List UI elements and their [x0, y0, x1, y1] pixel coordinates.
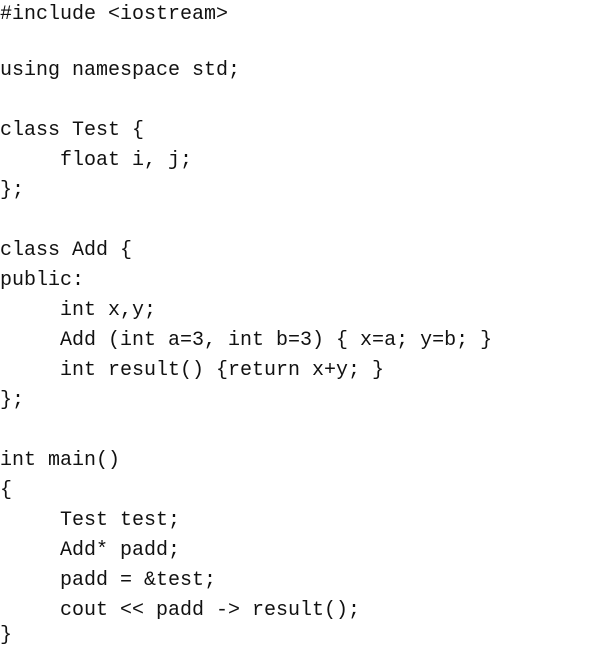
code-line-9: class Add {	[0, 239, 133, 262]
code-line-21: cout << padd -> result();	[0, 599, 361, 622]
code-line-22: }	[0, 624, 13, 647]
code-line-11: int x,y;	[0, 299, 157, 322]
code-line-13: int result() {return x+y; }	[0, 359, 385, 382]
code-line-3: using namespace std;	[0, 59, 241, 82]
code-line-6: float i, j;	[0, 149, 193, 172]
code-line-12: Add (int a=3, int b=3) { x=a; y=b; }	[0, 329, 493, 352]
code-line-19: Add* padd;	[0, 539, 181, 562]
code-line-17: {	[0, 479, 13, 502]
code-line-7: };	[0, 179, 25, 202]
code-line-5: class Test {	[0, 119, 145, 142]
code-line-18: Test test;	[0, 509, 181, 532]
code-line-16: int main()	[0, 449, 121, 472]
code-line-10: public:	[0, 269, 85, 292]
code-line-20: padd = &test;	[0, 569, 217, 592]
code-line-1: #include <iostream>	[0, 3, 229, 26]
code-line-14: };	[0, 389, 25, 412]
